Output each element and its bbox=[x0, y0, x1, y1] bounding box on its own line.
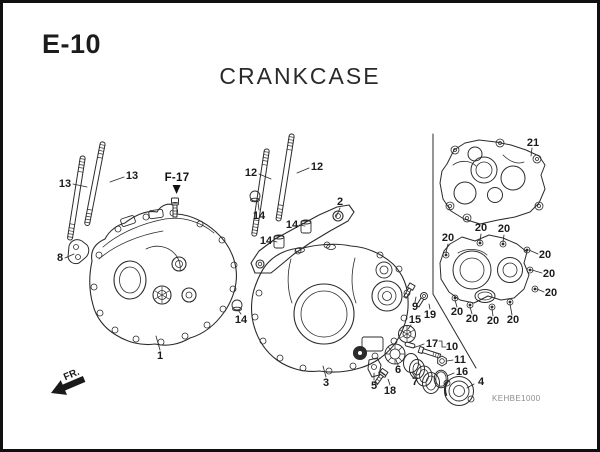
stud-12-left-drawing bbox=[251, 148, 270, 237]
bracket-8-drawing bbox=[67, 239, 90, 265]
separator-line bbox=[432, 133, 477, 369]
fr-direction-arrow: FR. bbox=[51, 367, 86, 395]
bolt-f17-drawing bbox=[171, 197, 179, 218]
down-arrow-icon bbox=[172, 185, 181, 194]
page-title: CRANKCASE bbox=[219, 63, 381, 89]
doc-code: KEHBE1000 bbox=[492, 394, 541, 403]
right-crankcase-drawing bbox=[250, 204, 411, 375]
ref-callout-f17: F-17 bbox=[165, 172, 190, 194]
page-code: E-10 bbox=[42, 29, 102, 59]
exploded-diagram: FR. bbox=[51, 133, 546, 406]
stud-13-right-drawing bbox=[84, 141, 106, 227]
leader-lines bbox=[64, 147, 545, 389]
gasket-21-drawing bbox=[439, 138, 546, 225]
stud-12-right-drawing bbox=[275, 133, 295, 222]
left-crankcase-drawing bbox=[89, 203, 238, 346]
cover-gasket-20-drawing bbox=[439, 234, 539, 311]
stud-13-left-drawing bbox=[67, 155, 86, 241]
ref-label: F-17 bbox=[164, 172, 190, 184]
cap-14-drawings bbox=[231, 190, 312, 312]
bearing-stack-drawing bbox=[367, 282, 475, 406]
